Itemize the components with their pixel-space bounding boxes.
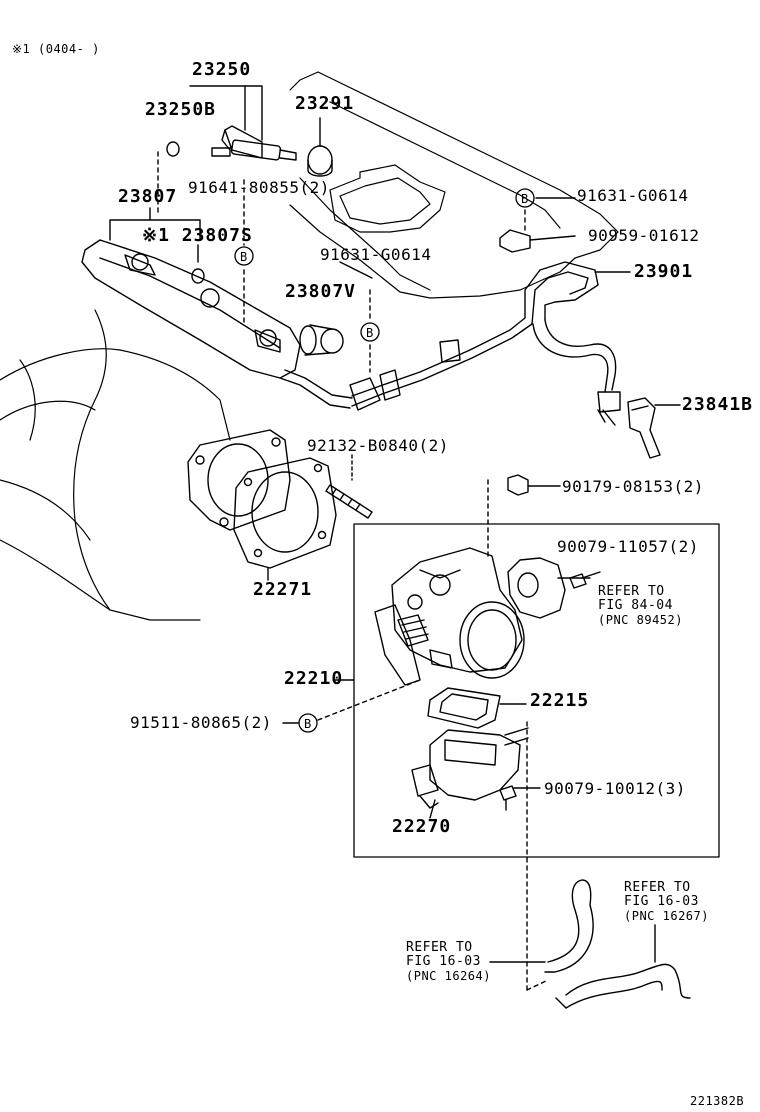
part-label-23807: 23807 — [118, 186, 178, 207]
clip-23841b — [627, 397, 661, 459]
dash-leader-91511 — [317, 679, 421, 721]
part-label-23807s: ※1 23807S — [142, 225, 253, 246]
fuel-injector — [211, 125, 297, 161]
part-label-91511: 91511-80865(2) — [130, 713, 272, 732]
nut-90179 — [507, 474, 561, 496]
part-label-23250: 23250 — [192, 59, 252, 80]
dash-leader-hose-b — [526, 979, 549, 991]
part-label-23291: 23291 — [295, 93, 355, 114]
callout-b-1: B — [240, 250, 248, 264]
reference-fig84-line3: (PNC 89452) — [598, 613, 683, 627]
idle-air-control-valve — [411, 727, 529, 809]
part-label-22270: 22270 — [392, 816, 452, 837]
part-label-90079-11057: 90079-11057(2) — [557, 537, 699, 556]
applicability-note: ※1 (0404- ) — [12, 42, 100, 56]
part-label-90179: 90179-08153(2) — [562, 477, 704, 496]
reference-fig84-line2: FIG 84-04 — [598, 598, 673, 613]
o-ring-23250b — [166, 141, 180, 157]
part-label-22210: 22210 — [284, 668, 344, 689]
reference-fig16a-line1: REFER TO — [624, 880, 691, 895]
reference-fig16a-line2: FIG 16-03 — [624, 894, 699, 909]
leader-line-23250 — [189, 85, 263, 141]
part-label-91631-top: 91631-G0614 — [577, 186, 689, 205]
callout-b-3: B — [521, 192, 529, 206]
part-label-91631-mid: 91631-G0614 — [320, 245, 432, 264]
vsv-bracket — [499, 229, 576, 253]
part-label-23807v: 23807V — [285, 281, 357, 302]
callout-b-4: B — [304, 717, 312, 731]
surge-tank-outline — [0, 309, 231, 621]
leader-22270 — [429, 799, 436, 819]
reference-fig16a: REFER TO FIG 16-03 (PNC 16267) — [624, 880, 709, 924]
screw-90079-10012 — [499, 785, 541, 811]
cushion-23807v — [299, 324, 344, 356]
o-ring-23807s — [191, 268, 205, 284]
part-label-22215: 22215 — [530, 690, 590, 711]
intake-flange — [187, 429, 291, 531]
reference-fig84: REFER TO FIG 84-04 (PNC 89452) — [598, 584, 683, 628]
throttle-position-sensor — [507, 557, 591, 619]
leader-91631-mid — [339, 261, 373, 279]
stud-bolt — [325, 484, 373, 519]
throttle-body — [374, 547, 525, 686]
reference-fig16a-line3: (PNC 16267) — [624, 909, 709, 923]
part-label-23250b: 23250B — [145, 99, 217, 120]
throttle-body-gasket — [233, 457, 337, 569]
insulator-23291 — [307, 145, 333, 177]
reference-fig16b-line1: REFER TO — [406, 940, 473, 955]
screw-90079-11057 — [569, 571, 601, 589]
fuel-pipe-23901 — [349, 261, 621, 426]
reference-fig16b-line3: (PNC 16264) — [406, 969, 491, 983]
callout-b-circles — [234, 188, 535, 733]
idle-control-gasket — [427, 687, 501, 729]
leader-line-23807 — [109, 207, 201, 241]
reference-fig16b: REFER TO FIG 16-03 (PNC 16264) — [406, 940, 491, 984]
part-label-92132: 92132-B0840(2) — [307, 436, 449, 455]
part-label-22271: 22271 — [253, 579, 313, 600]
part-label-90079-10012: 90079-10012(3) — [544, 779, 686, 798]
reference-fig16b-line2: FIG 16-03 — [406, 954, 481, 969]
fuel-delivery-pipe — [81, 239, 353, 409]
part-label-23841b: 23841B — [682, 394, 754, 415]
part-label-23901: 23901 — [634, 261, 694, 282]
callout-b-2: B — [366, 326, 374, 340]
part-label-90959: 90959-01612 — [588, 226, 700, 245]
water-bypass-hoses — [544, 879, 691, 1009]
reference-fig84-line1: REFER TO — [598, 584, 665, 599]
part-label-91641: 91641-80855(2) — [188, 178, 330, 197]
illustration-id: 221382B — [690, 1094, 745, 1108]
throttle-assembly-frame — [353, 523, 720, 858]
